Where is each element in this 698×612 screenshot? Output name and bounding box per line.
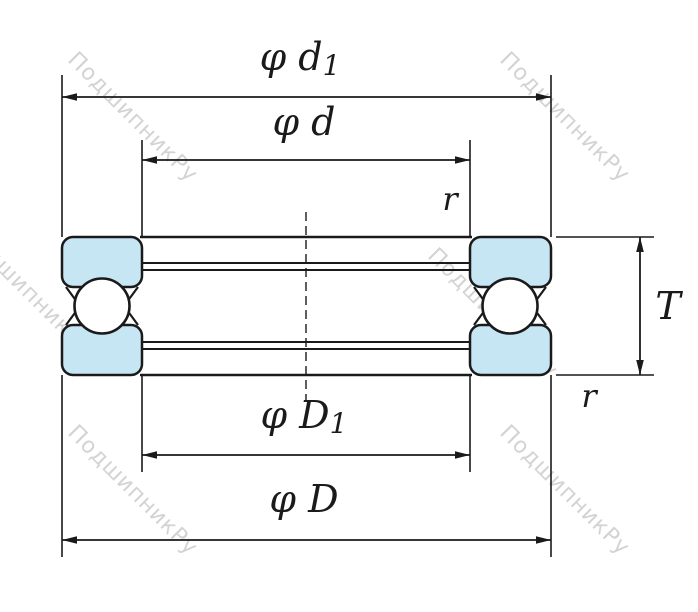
dim-label-phi-d1: φ d1 — [260, 35, 341, 82]
ball-left — [73, 277, 131, 335]
dim-label-T: T — [655, 284, 683, 328]
watermark-text: ПодшипникРу — [62, 47, 202, 187]
dim-label-r-bottom: r — [581, 377, 598, 415]
watermark-text: ПодшипникРу — [494, 47, 634, 187]
bearing-cross-section — [60, 212, 553, 400]
dim-label-phi-d: φ d — [272, 100, 335, 144]
dim-label-phi-D1: φ D1 — [261, 393, 348, 440]
dim-label-r-top: r — [442, 180, 459, 218]
dimension-layer: φ d1 φ d r T r φ D1 φ D — [61, 35, 683, 557]
dim-label-phi-D: φ D — [269, 477, 338, 521]
ball-right — [481, 277, 539, 335]
